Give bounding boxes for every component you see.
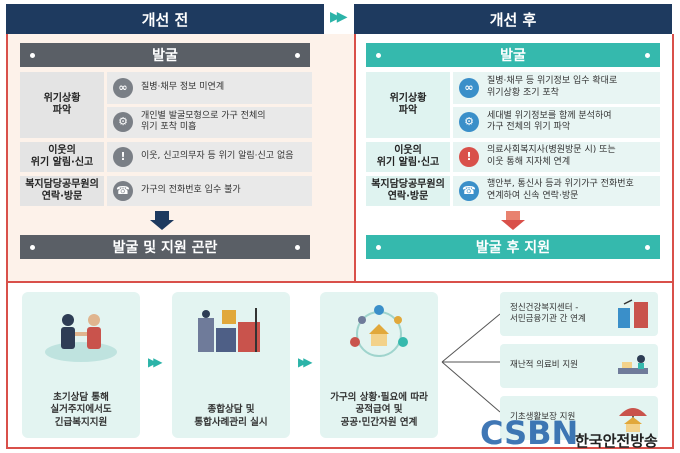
step-case-management: 종합상담 및 통합사례관리 실시 <box>172 292 290 438</box>
chain-link-icon: ∞ <box>113 77 133 98</box>
list-item: !의료사회복지사(병원방문 시) 또는 이웃 통해 지자체 연계 <box>453 142 660 172</box>
hospital-bed-icon <box>618 355 648 374</box>
double-chevron-right-icon: ▶▶ <box>330 9 347 25</box>
before-discover-bar: 발굴 <box>20 43 310 67</box>
brand-logo: CSBN <box>480 414 578 450</box>
phone-icon: ☎ <box>459 181 479 201</box>
list-item: ⚙개인별 발굴모형으로 가구 전체의 위기 포착 미흡 <box>107 106 312 138</box>
step-resource-linkage: 가구의 상황·필요에 따라 공적급여 및 공공·민간자원 연계 <box>320 292 438 438</box>
outcome-mental-health-link: 정신건강복지센터 - 서민금융기관 간 연계 <box>500 292 658 336</box>
double-chevron-right-icon: ▶▶ <box>148 355 163 369</box>
list-item: ⚙세대별 위기정보를 함께 분석하여 가구 전체의 위기 파악 <box>453 106 660 138</box>
list-item: ☎가구의 전화번호 입수 불가 <box>107 176 312 206</box>
phone-icon: ☎ <box>113 181 133 201</box>
gear-search-icon: ⚙ <box>459 112 479 133</box>
umbrella-house-icon <box>619 408 647 432</box>
watermark-name: 한국안전방송 <box>575 432 658 450</box>
step-initial-consult: 초기상담 통해 실거주지에서도 긴급복지지원 <box>22 292 140 438</box>
frame-line <box>356 281 674 283</box>
exclamation-icon: ! <box>459 147 479 167</box>
list-item: ∞질병·채무 정보 미연계 <box>107 72 312 104</box>
branch-lines <box>441 313 501 413</box>
svg-text:CSBN: CSBN <box>480 414 578 450</box>
row-label: 이웃의 위기 알림·신고 <box>20 142 104 172</box>
list-item: !이웃, 신고의무자 등 위기 알림·신고 없음 <box>107 142 312 172</box>
after-row-neighbor: 이웃의 위기 알림·신고 !의료사회복지사(병원방문 시) 또는 이웃 통해 지… <box>366 142 660 172</box>
row-label: 복지담당공무원의 연락·방문 <box>20 176 104 206</box>
before-row-crisis: 위기상황 파악 ∞질병·채무 정보 미연계 ⚙개인별 발굴모형으로 가구 전체의… <box>20 72 312 138</box>
frame-line <box>6 447 674 449</box>
after-row-visit: 복지담당공무원의 연락·방문 ☎행안부, 통신사 등과 위기가구 전화번호 연계… <box>366 176 660 206</box>
outcome-basic-livelihood: 기초생활보장 지원 <box>500 396 658 440</box>
after-header: 개선 후 <box>354 4 672 34</box>
before-result-bar: 발굴 및 지원 곤란 <box>20 235 310 259</box>
row-label: 이웃의 위기 알림·신고 <box>366 142 450 172</box>
outcome-medical-cost: 재난적 의료비 지원 <box>500 344 658 388</box>
list-item: ☎행안부, 통신사 등과 위기가구 전화번호 연계하여 신속 연락·방문 <box>453 176 660 206</box>
frame-line <box>6 283 8 449</box>
after-row-crisis: 위기상황 파악 ∞질병·채무 등 위기정보 입수 확대로 위기상황 조기 포착 … <box>366 72 660 138</box>
list-item: ∞질병·채무 등 위기정보 입수 확대로 위기상황 조기 포착 <box>453 72 660 104</box>
people-consult-icon <box>45 314 117 362</box>
after-result-bar: 발굴 후 지원 <box>366 235 660 259</box>
row-label: 복지담당공무원의 연락·방문 <box>366 176 450 206</box>
house-network-icon <box>350 305 408 357</box>
exclamation-icon: ! <box>113 147 133 167</box>
gear-search-icon: ⚙ <box>113 112 133 133</box>
row-label: 위기상황 파악 <box>366 72 450 138</box>
puzzle-team-icon <box>198 308 260 352</box>
frame-line <box>672 34 674 449</box>
chain-link-icon: ∞ <box>459 77 479 98</box>
before-row-neighbor: 이웃의 위기 알림·신고 !이웃, 신고의무자 등 위기 알림·신고 없음 <box>20 142 312 172</box>
row-label: 위기상황 파악 <box>20 72 104 138</box>
double-chevron-right-icon: ▶▶ <box>298 355 313 369</box>
center-building-icon <box>618 299 648 328</box>
before-row-visit: 복지담당공무원의 연락·방문 ☎가구의 전화번호 입수 불가 <box>20 176 312 206</box>
before-header: 개선 전 <box>6 4 324 34</box>
after-discover-bar: 발굴 <box>366 43 660 67</box>
